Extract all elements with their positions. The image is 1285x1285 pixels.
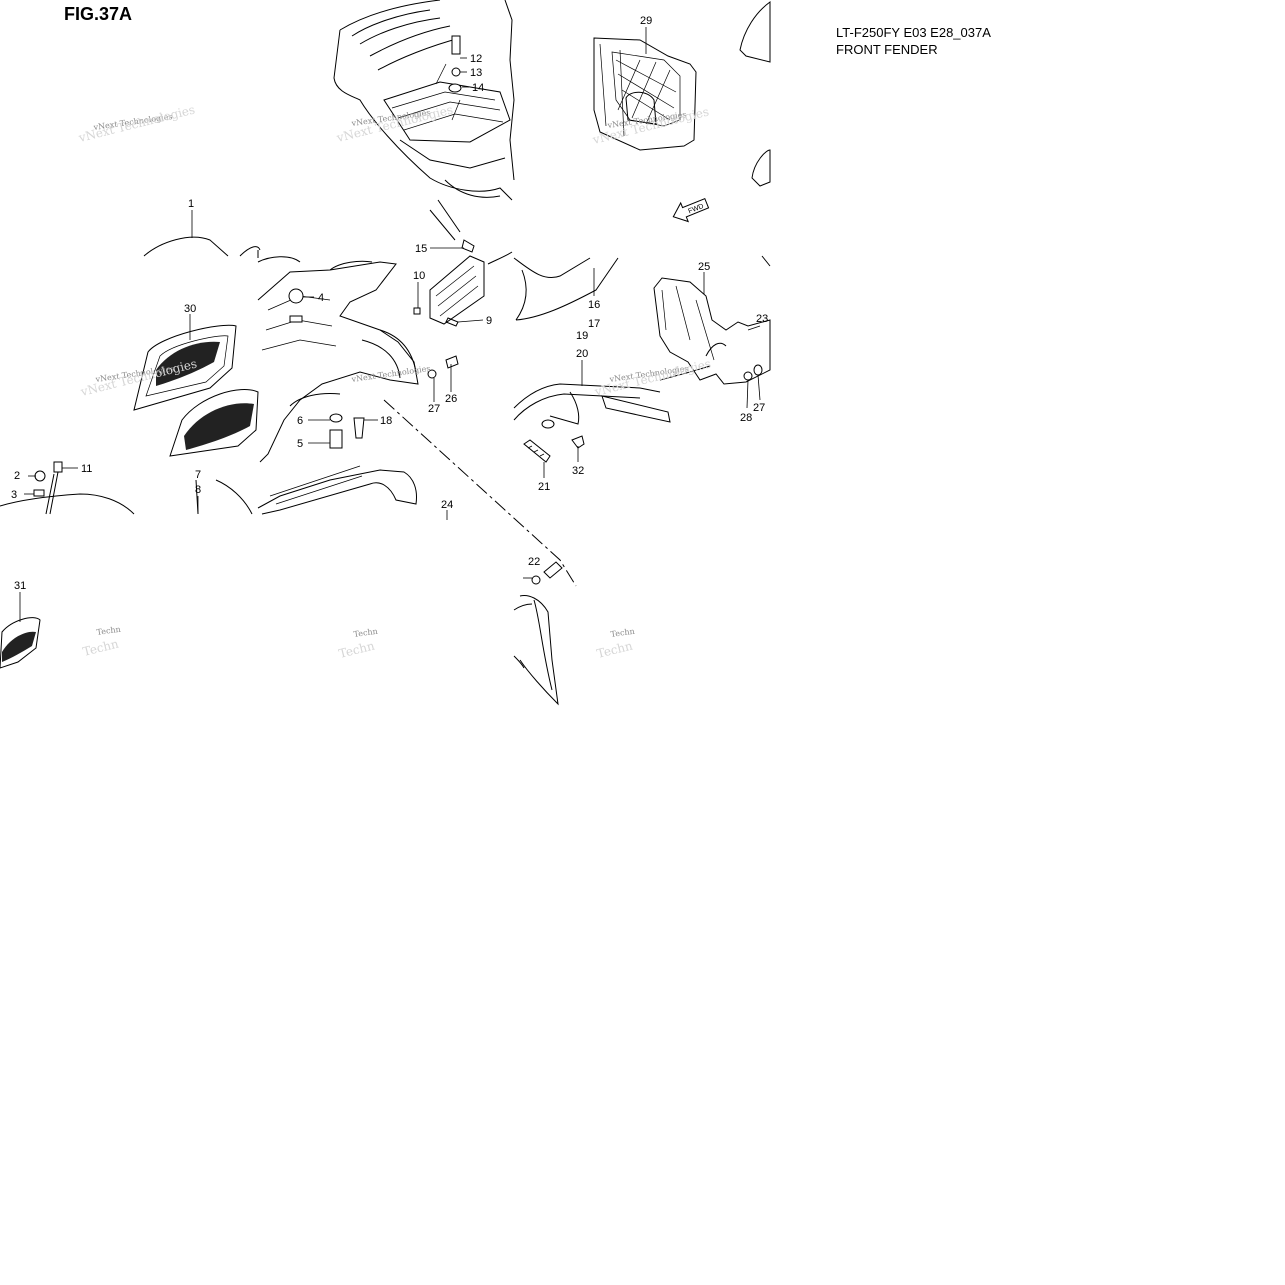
side-cover-top-edge xyxy=(739,1,771,63)
callout-16: 16 xyxy=(588,299,600,311)
watermark-text: Techn xyxy=(610,627,635,639)
callout-1: 1 xyxy=(188,198,194,210)
callout-4: 4 xyxy=(318,292,324,304)
side-cover-bottom-edge xyxy=(751,149,771,187)
callout-27b: 27 xyxy=(753,402,765,414)
bolt-21-drawing xyxy=(523,439,551,463)
callout-13: 13 xyxy=(470,67,482,79)
fwd-arrow: FWD xyxy=(672,197,710,223)
callout-18: 18 xyxy=(380,415,392,427)
bracket-drawing xyxy=(413,239,513,327)
watermark-text: Techn xyxy=(337,638,376,660)
callout-numbers: 1 2 3 4 5 6 7 8 9 10 11 12 13 14 15 16 1… xyxy=(11,15,768,592)
callout-30: 30 xyxy=(184,303,196,315)
left-fender-drawing xyxy=(143,236,261,258)
emblem-31-drawing xyxy=(0,617,41,669)
watermark-text: Techn xyxy=(353,627,378,639)
emblem-30-drawing xyxy=(133,324,259,457)
callout-27a: 27 xyxy=(428,403,440,415)
left-hardware-drawing xyxy=(0,461,253,515)
callout-leaders xyxy=(19,27,761,622)
watermark-text: Techn xyxy=(96,625,121,637)
callout-12: 12 xyxy=(470,53,482,65)
callout-31: 31 xyxy=(14,580,26,592)
right-fender-drawing xyxy=(513,257,619,321)
mud-flap-drawing xyxy=(513,561,563,706)
callout-10: 10 xyxy=(413,270,425,282)
watermark-text: vNext Technologies xyxy=(350,364,431,384)
dashed-leader xyxy=(383,399,577,587)
upper-fender-drawing xyxy=(333,0,515,241)
callout-24: 24 xyxy=(441,499,453,511)
watermark-text: Techn xyxy=(81,636,120,658)
callout-21: 21 xyxy=(538,481,550,493)
callout-20: 20 xyxy=(576,348,588,360)
callout-15: 15 xyxy=(415,243,427,255)
model-code: LT-F250FY E03 E28_037A xyxy=(836,25,991,40)
fender-liner-drawing xyxy=(593,37,697,151)
center-fender-drawing xyxy=(257,256,459,515)
callout-3: 3 xyxy=(11,489,17,501)
callout-32: 32 xyxy=(572,465,584,477)
callout-23: 23 xyxy=(756,313,768,325)
callout-29: 29 xyxy=(640,15,652,27)
callout-6: 6 xyxy=(297,415,303,427)
callout-28: 28 xyxy=(740,412,752,424)
watermark-text: Techn xyxy=(595,638,634,660)
callout-22: 22 xyxy=(528,556,540,568)
section-name: FRONT FENDER xyxy=(836,42,938,57)
frame-drawing xyxy=(513,365,711,429)
callout-26: 26 xyxy=(445,393,457,405)
callout-9: 9 xyxy=(486,315,492,327)
callout-14: 14 xyxy=(472,82,484,94)
callout-19: 19 xyxy=(576,330,588,342)
callout-2: 2 xyxy=(14,470,20,482)
callout-8: 8 xyxy=(195,484,201,496)
watermarks: vNext Technologies vNext Technologies vN… xyxy=(76,102,712,660)
figure-title: FIG.37A xyxy=(64,4,133,24)
callout-11: 11 xyxy=(81,463,92,475)
clip-32-drawing xyxy=(571,435,585,449)
callout-25: 25 xyxy=(698,261,710,273)
splash-guard-25-drawing xyxy=(653,255,771,385)
callout-5: 5 xyxy=(297,438,303,450)
callout-7: 7 xyxy=(195,469,201,481)
callout-17: 17 xyxy=(588,318,600,330)
